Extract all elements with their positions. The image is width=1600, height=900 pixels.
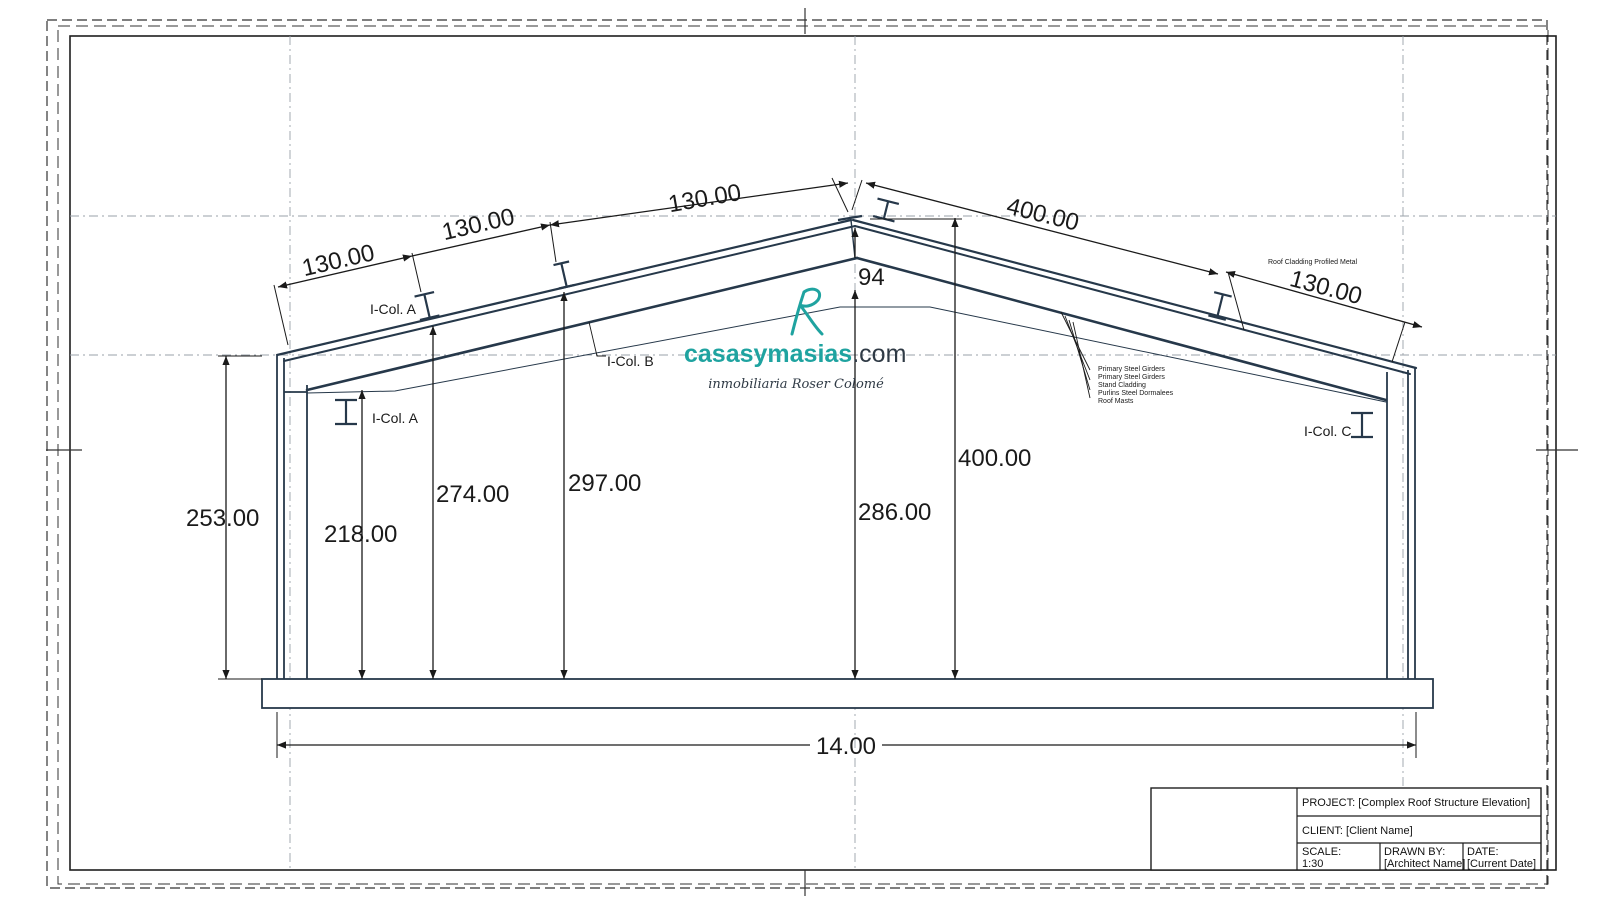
logo-domain: .com bbox=[852, 340, 906, 368]
label-layer-4: Purlins Steel Dormalees bbox=[1098, 390, 1174, 397]
dim-right-slope: 400.00 bbox=[1004, 193, 1082, 237]
dim-ridge-inner: 286.00 bbox=[858, 499, 931, 526]
left-column bbox=[276, 356, 308, 679]
logo-tagline: inmobiliaria Roser Colomé bbox=[708, 377, 884, 392]
dim-purlin-1: 274.00 bbox=[436, 481, 509, 508]
watermark-logo: casasymasias.com inmobiliaria Roser Colo… bbox=[684, 287, 906, 392]
title-block: PROJECT: [Complex Roof Structure Elevati… bbox=[1150, 787, 1542, 871]
drawn-by-label: DRAWN BY: bbox=[1384, 846, 1445, 858]
date-value: [Current Date] bbox=[1467, 858, 1536, 870]
logo-brand: casasymasias bbox=[684, 340, 852, 368]
leader-lines bbox=[588, 311, 1091, 399]
label-layer-1: Primary Steel Girders bbox=[1098, 366, 1165, 373]
scale-label: SCALE: bbox=[1302, 846, 1341, 858]
dim-right-slope-end: 130.00 bbox=[1287, 265, 1365, 310]
slope-dimensions bbox=[273, 177, 1423, 363]
label-layer-5: Roof Masts bbox=[1098, 398, 1134, 405]
vertical-dimensions bbox=[218, 218, 962, 680]
label-layer-3: Stand Cladding bbox=[1098, 382, 1146, 389]
scale-value: 1:30 bbox=[1302, 858, 1323, 870]
dim-ridge-height: 400.00 bbox=[958, 445, 1031, 472]
dim-slope-1: 130.00 bbox=[300, 239, 378, 282]
svg-text:casasymasias.com: casasymasias.com bbox=[684, 340, 906, 368]
dim-slope-3: 130.00 bbox=[666, 179, 743, 218]
client-field: CLIENT: [Client Name] bbox=[1302, 825, 1413, 837]
logo-r-mark bbox=[790, 287, 824, 336]
dim-left-wall: 253.00 bbox=[186, 505, 259, 532]
dim-span: 14.00 bbox=[816, 733, 876, 760]
label-col-a-top: I-Col. A bbox=[370, 301, 417, 317]
roof-rafters bbox=[275, 218, 1418, 403]
sheet-border bbox=[46, 8, 1578, 896]
label-col-a-bottom: I-Col. A bbox=[372, 410, 419, 426]
dim-ridge-gap: 94 bbox=[858, 264, 885, 291]
date-label: DATE: bbox=[1467, 846, 1499, 858]
dim-slope-2: 130.00 bbox=[440, 203, 518, 246]
dim-purlin-2: 297.00 bbox=[568, 470, 641, 497]
drawn-by-value: [Architect Name] bbox=[1384, 858, 1465, 870]
dim-col-a: 218.00 bbox=[324, 521, 397, 548]
right-column bbox=[1386, 368, 1416, 679]
span-dimension bbox=[276, 712, 1417, 758]
label-layer-2: Primary Steel Girders bbox=[1098, 374, 1165, 381]
project-field: PROJECT: [Complex Roof Structure Elevati… bbox=[1302, 797, 1530, 809]
label-col-b: I-Col. B bbox=[607, 353, 654, 369]
label-col-c: I-Col. C bbox=[1304, 423, 1351, 439]
label-roof-cladding: Roof Cladding Profiled Metal bbox=[1268, 259, 1358, 266]
base-slab bbox=[261, 678, 1434, 709]
